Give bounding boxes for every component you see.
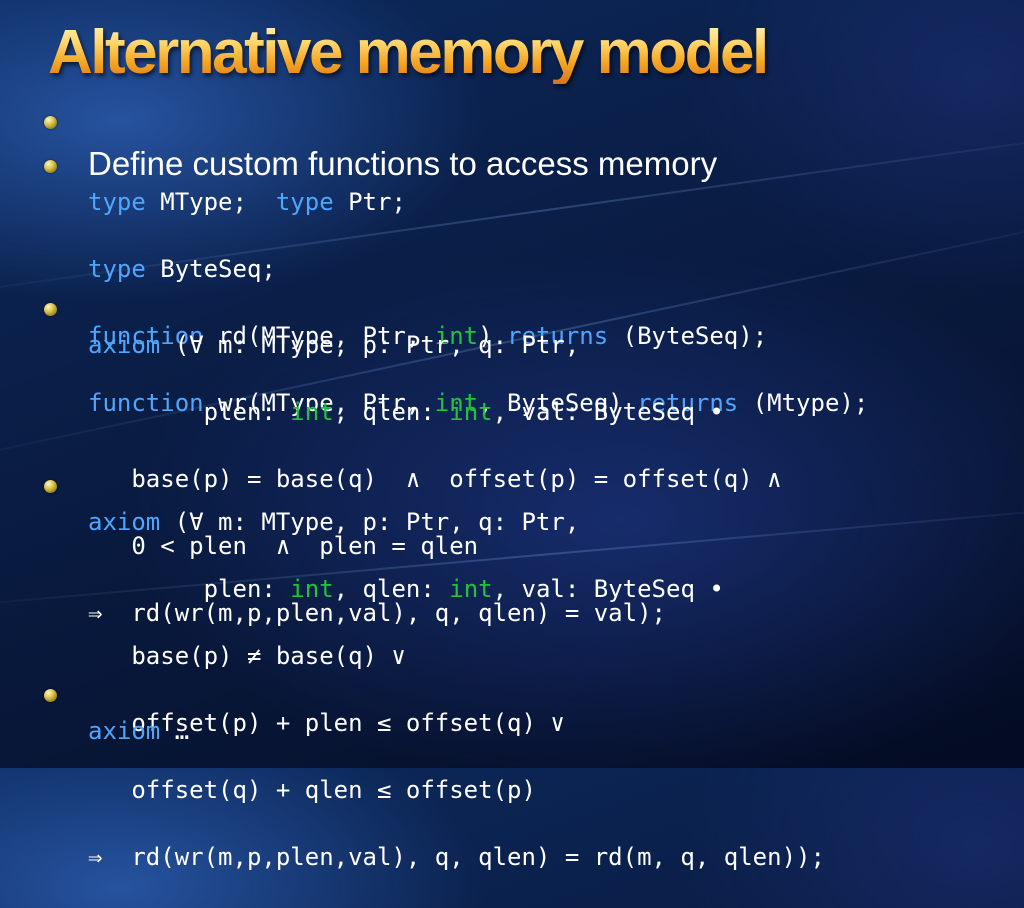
code-line: ⇒ rd(wr(m,p,plen,val), q, qlen) = val); xyxy=(88,597,782,631)
code-line: ⇒ rd(wr(m,p,plen,val), q, qlen) = rd(m, … xyxy=(88,841,825,875)
code-line: axiom (∀ m: MType, p: Ptr, q: Ptr, xyxy=(88,506,825,540)
code-text: base(p) ≠ base(q) ∨ xyxy=(88,641,406,670)
code-block-type-declarations: type MType; type Ptr; type ByteSeq; func… xyxy=(88,152,868,454)
keyword: returns xyxy=(507,321,609,350)
keyword: function xyxy=(88,388,204,417)
code-line: 0 < plen ∧ plen = qlen xyxy=(88,530,782,564)
code-text: (ByteSeq); xyxy=(608,321,768,350)
code-line: type MType; type Ptr; xyxy=(88,186,868,220)
bullet-icon xyxy=(44,160,57,173)
keyword: type xyxy=(88,187,146,216)
code-block-axiom-more: axiom … xyxy=(88,681,189,782)
type-keyword: int xyxy=(434,321,479,350)
code-text: MType; xyxy=(145,187,276,216)
code-text: , qlen: xyxy=(333,397,450,426)
code-text: , ByteSeq) xyxy=(478,388,638,417)
code-text: ⇒ rd(wr(m,p,plen,val), q, qlen) = rd(m, … xyxy=(88,842,825,871)
code-line: offset(q) + qlen ≤ offset(p) xyxy=(88,774,825,808)
code-text: ) xyxy=(478,321,508,350)
code-text: , val: ByteSeq • xyxy=(492,574,724,603)
code-text: ⇒ rd(wr(m,p,plen,val), q, qlen) = val); xyxy=(88,598,666,627)
code-text: , val: ByteSeq • xyxy=(492,397,724,426)
type-keyword: int xyxy=(449,574,493,603)
code-line: function wr(MType, Ptr, int, ByteSeq) re… xyxy=(88,387,868,421)
keyword: function xyxy=(88,321,204,350)
code-line: plen: int, qlen: int, val: ByteSeq • xyxy=(88,573,825,607)
code-text: base(p) = base(q) ∧ offset(p) = offset(q… xyxy=(88,464,782,493)
code-line: base(p) = base(q) ∧ offset(p) = offset(q… xyxy=(88,463,782,497)
code-text: plen: xyxy=(88,397,291,426)
code-text: (Mtype); xyxy=(738,388,869,417)
code-text: 0 < plen ∧ plen = qlen xyxy=(88,531,479,560)
bullet-text: Define custom functions to access memory xyxy=(88,104,717,184)
code-text: plen: xyxy=(88,574,291,603)
slide-title: Alternative memory model xyxy=(48,18,769,87)
bullet-icon xyxy=(44,689,57,702)
code-text: (∀ m: MType, p: Ptr, q: Ptr, xyxy=(160,330,580,359)
code-line: plen: int, qlen: int, val: ByteSeq • xyxy=(88,396,782,430)
bullet-icon xyxy=(44,303,57,316)
code-line: type ByteSeq; xyxy=(88,253,868,287)
text-run: Define custom functions to access memory xyxy=(88,145,718,182)
type-keyword: int xyxy=(290,397,334,426)
code-block-axiom-disjoint: axiom (∀ m: MType, p: Ptr, q: Ptr, plen:… xyxy=(88,472,825,908)
keyword: type xyxy=(88,254,146,283)
code-line: base(p) ≠ base(q) ∨ xyxy=(88,640,825,674)
code-text: wr(MType, Ptr, xyxy=(203,388,435,417)
type-keyword: int xyxy=(434,388,479,417)
keyword: type xyxy=(275,187,334,216)
keyword: returns xyxy=(637,388,739,417)
type-keyword: int xyxy=(290,574,334,603)
keyword: axiom xyxy=(88,507,161,536)
bullet-icon xyxy=(44,116,57,129)
code-text: , qlen: xyxy=(333,574,450,603)
code-block-axiom-same-location: axiom (∀ m: MType, p: Ptr, q: Ptr, plen:… xyxy=(88,295,782,664)
keyword: axiom xyxy=(88,330,161,359)
code-text: … xyxy=(160,716,190,745)
code-text: ByteSeq; xyxy=(145,254,276,283)
type-keyword: int xyxy=(449,397,493,426)
code-text: Ptr; xyxy=(333,187,406,216)
code-text: offset(p) + plen ≤ offset(q) ∨ xyxy=(88,708,565,737)
bullet-icon xyxy=(44,480,57,493)
code-line: axiom … xyxy=(88,715,189,749)
code-line: function rd(MType, Ptr, int) returns (By… xyxy=(88,320,868,354)
code-line: axiom (∀ m: MType, p: Ptr, q: Ptr, xyxy=(88,329,782,363)
code-text: (∀ m: MType, p: Ptr, q: Ptr, xyxy=(160,507,580,536)
keyword: axiom xyxy=(88,716,161,745)
code-text: rd(MType, Ptr, xyxy=(203,321,435,350)
code-line: offset(p) + plen ≤ offset(q) ∨ xyxy=(88,707,825,741)
